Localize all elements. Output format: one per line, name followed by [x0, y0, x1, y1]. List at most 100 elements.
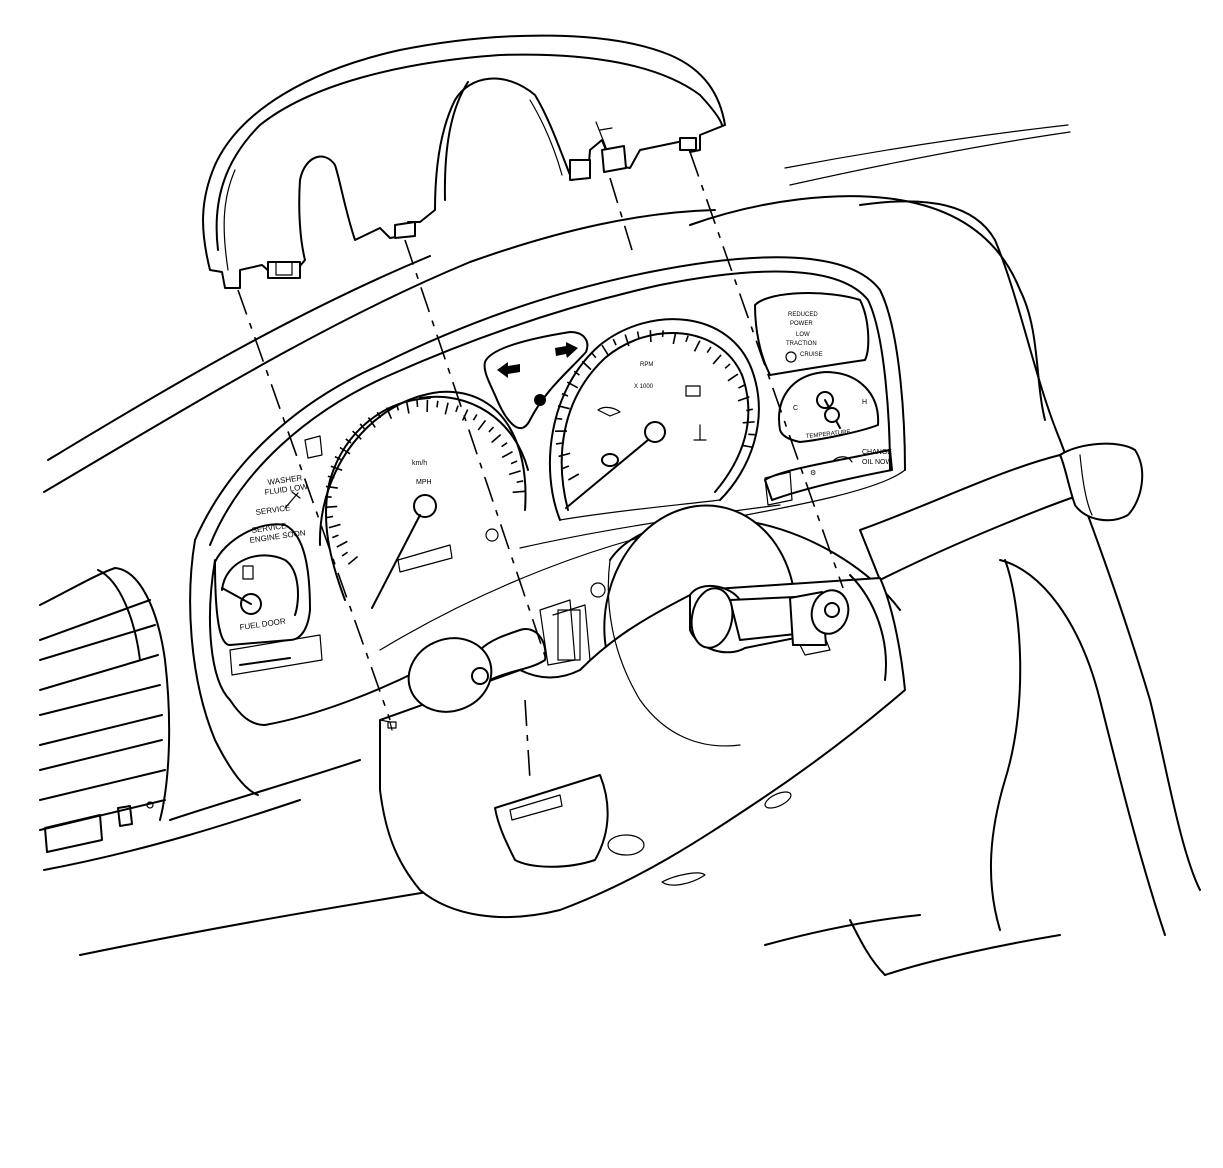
speedo-tick	[455, 405, 459, 413]
tach-tick	[693, 340, 701, 352]
speedo-tick	[325, 485, 338, 489]
tach-tick	[557, 405, 570, 410]
turn-signal-lever	[407, 599, 591, 713]
tach-tick	[742, 421, 755, 424]
left-warning-lights: WASHER FLUID LOW SERVICE SERVICE ENGINE …	[249, 435, 323, 545]
wiper-switch-lever	[859, 442, 1144, 581]
speedo-tick	[376, 411, 382, 419]
svg-text:H: H	[862, 399, 867, 406]
speedo-tick	[516, 480, 524, 484]
speedo-tick	[436, 400, 439, 408]
speedo-tick	[461, 409, 469, 421]
speedo-tick	[405, 401, 410, 414]
heated-seat-icon	[831, 456, 853, 463]
tach-tick	[590, 352, 597, 359]
change-oil-indicator: CHANGE OIL NOW ⚙	[764, 449, 893, 506]
battery-icon	[685, 385, 701, 397]
reduced-text: REDUCED	[788, 312, 818, 318]
low-text: LOW	[796, 332, 810, 338]
speedo-tick	[416, 400, 419, 407]
speedo-tick	[508, 470, 521, 476]
speedo-tick	[336, 540, 348, 548]
coolant-icon	[693, 424, 707, 441]
rpm-label: RPM	[640, 362, 653, 368]
fastener-hole	[764, 791, 792, 809]
tach-tick	[706, 346, 712, 354]
oil-pressure-icon	[597, 406, 621, 417]
speedo-tick	[501, 442, 508, 448]
speedo-tick	[326, 515, 334, 519]
tach-tick	[737, 396, 750, 402]
speedo-tick	[510, 460, 518, 465]
headlamp-icon	[304, 435, 323, 459]
fuel-gauge: FUEL DOOR	[221, 554, 299, 632]
svg-text:⚙: ⚙	[810, 469, 816, 477]
temperature-label: TEMPERATURE	[806, 429, 851, 440]
keyhole-recess	[607, 834, 645, 856]
alignment-line-3	[609, 177, 633, 251]
tach-tick	[661, 330, 664, 337]
speedo-tick	[347, 555, 359, 565]
oil-now-text: OIL NOW	[862, 459, 892, 466]
fuel-door-label: FUEL DOOR	[239, 617, 286, 632]
turn-signal-panel	[483, 331, 589, 429]
ignition-lock-cylinder	[689, 584, 850, 656]
speedo-tick	[345, 438, 352, 444]
tach-tick	[567, 473, 580, 481]
trip-reset-knob	[485, 528, 499, 542]
tachometer: RPM X 1000	[548, 318, 760, 521]
fuel-pump-icon	[242, 565, 254, 580]
tach-tick	[685, 335, 689, 343]
tach-tick	[555, 417, 563, 420]
instrument-cluster: FUEL DOOR WASHER FLUID LOW SERVICE SERVI…	[214, 292, 893, 676]
right-warning-lights: REDUCED POWER LOW TRACTION CRUISE	[754, 292, 870, 376]
tach-tick	[636, 331, 640, 339]
traction-text: TRACTION	[786, 341, 817, 347]
tach-tick	[612, 338, 617, 346]
steering-column	[379, 442, 1144, 919]
speedo-tick	[339, 446, 351, 455]
speedo-tick	[352, 430, 362, 440]
speedo-tick	[341, 551, 349, 557]
cruise-text: CRUISE	[800, 352, 823, 358]
tach-tick	[746, 408, 753, 412]
tach-tick	[561, 392, 569, 397]
speedo-mph-label: MPH	[416, 479, 432, 486]
tach-tick	[649, 330, 652, 343]
upper-steering-column-cover	[202, 34, 726, 289]
tach-tick	[672, 332, 677, 345]
alignment-guide-lines	[237, 151, 844, 781]
speedo-tick	[334, 455, 342, 461]
power-text: POWER	[790, 321, 813, 327]
tach-tick	[727, 373, 739, 382]
temperature-gauge: TEMPERATURE C H	[778, 371, 880, 443]
svg-text:C: C	[793, 405, 798, 412]
speedo-tick	[385, 407, 393, 420]
tach-tick	[555, 442, 563, 445]
alignment-line-2	[404, 239, 549, 666]
speedo-kmh-label: km/h	[412, 460, 427, 467]
speedo-tick	[330, 465, 343, 472]
alignment-line-5	[524, 699, 531, 781]
speedo-tick	[444, 402, 449, 415]
tach-tick	[738, 384, 745, 389]
speedometer: km/h MPH	[318, 390, 529, 609]
alignment-line-1	[237, 289, 391, 721]
tach-tick	[741, 444, 754, 449]
speedo-tick	[395, 403, 400, 411]
tach-tick	[624, 334, 630, 347]
speedo-tick	[512, 490, 525, 494]
speedo-tick	[332, 534, 339, 539]
speedo-tick	[327, 475, 335, 479]
odometer-window	[397, 544, 453, 573]
speedo-tick	[328, 523, 341, 529]
speedo-tick	[325, 505, 338, 509]
check-engine-icon	[601, 453, 619, 467]
tach-tick	[558, 452, 571, 458]
tach-tick	[566, 381, 579, 389]
speedo-tick	[472, 414, 478, 421]
high-beam-indicator	[534, 394, 546, 406]
speedo-tick	[488, 426, 495, 433]
